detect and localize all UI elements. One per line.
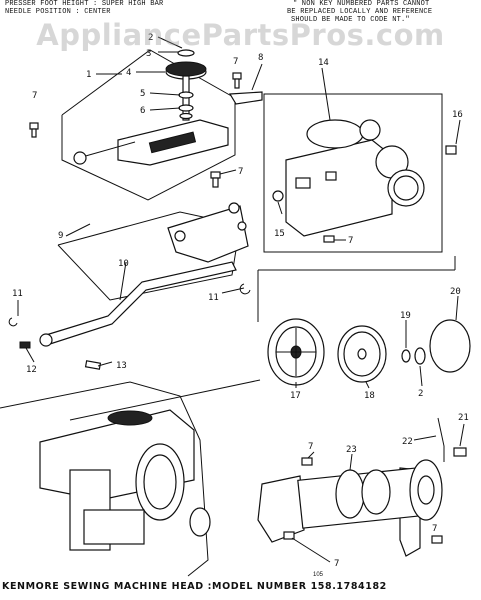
callout-8: 8 [258, 53, 263, 63]
pulley-17 [267, 318, 325, 386]
callout-7-box: 7 [348, 236, 353, 246]
pulley-18 [337, 325, 387, 383]
hook-drive-assembly-14 [285, 119, 425, 237]
screw-7-mid [210, 171, 221, 188]
callout-9: 9 [58, 231, 63, 241]
callout-1: 1 [86, 70, 91, 80]
hook-shaft-assembly-23 [257, 459, 443, 557]
screw-7-top [232, 72, 242, 89]
callout-2-lower: 2 [418, 389, 423, 399]
header-presser-foot: PRESSER FOOT HEIGHT : SUPER HIGH BAR [5, 0, 164, 8]
callout-10: 10 [118, 259, 129, 269]
lever-22 [437, 417, 445, 462]
callout-14: 14 [318, 58, 329, 68]
callout-21: 21 [458, 413, 469, 423]
header-needle-position: NEEDLE POSITION : CENTER [5, 8, 111, 16]
callout-20: 20 [450, 287, 461, 297]
callout-7-bottom: 7 [334, 559, 339, 569]
callout-2-top: 2 [148, 33, 153, 43]
callout-11-left: 11 [12, 289, 23, 299]
callout-11-right: 11 [208, 293, 219, 303]
callout-3: 3 [146, 49, 151, 59]
diagram-title: KENMORE SEWING MACHINE HEAD :MODEL NUMBE… [2, 581, 387, 592]
header-note-line2: BE REPLACED LOCALLY AND REFERENCE [287, 8, 433, 16]
callout-7-left: 7 [32, 91, 37, 101]
clip-8 [228, 91, 263, 105]
callout-12: 12 [26, 365, 37, 375]
header-note-line1: " NON KEY NUMBERED PARTS CANNOT [293, 0, 430, 8]
callout-7-mid: 7 [238, 167, 243, 177]
callout-22: 22 [402, 437, 413, 447]
gear-4 [165, 61, 207, 77]
page-code: 105 [313, 572, 324, 578]
arm-10 [45, 261, 237, 345]
machine-head-view [39, 379, 261, 551]
header-note-line3: SHOULD BE MADE TO CODE NT." [291, 16, 410, 24]
screw-7-left [29, 122, 39, 138]
callout-7-top: 7 [233, 57, 238, 67]
callout-13: 13 [116, 361, 127, 371]
callout-4: 4 [126, 68, 131, 78]
callout-7-lower-right: 7 [432, 524, 437, 534]
callout-15: 15 [274, 229, 285, 239]
callout-16: 16 [452, 110, 463, 120]
cover-20 [429, 319, 471, 373]
callout-18: 18 [364, 391, 375, 401]
screw-21 [453, 447, 467, 457]
callout-17: 17 [290, 391, 301, 401]
callout-6: 6 [140, 106, 145, 116]
callout-5: 5 [140, 89, 145, 99]
washer-19 [401, 347, 426, 365]
callout-7-lower-left: 7 [308, 442, 313, 452]
callout-23: 23 [346, 445, 357, 455]
callout-19: 19 [400, 311, 411, 321]
